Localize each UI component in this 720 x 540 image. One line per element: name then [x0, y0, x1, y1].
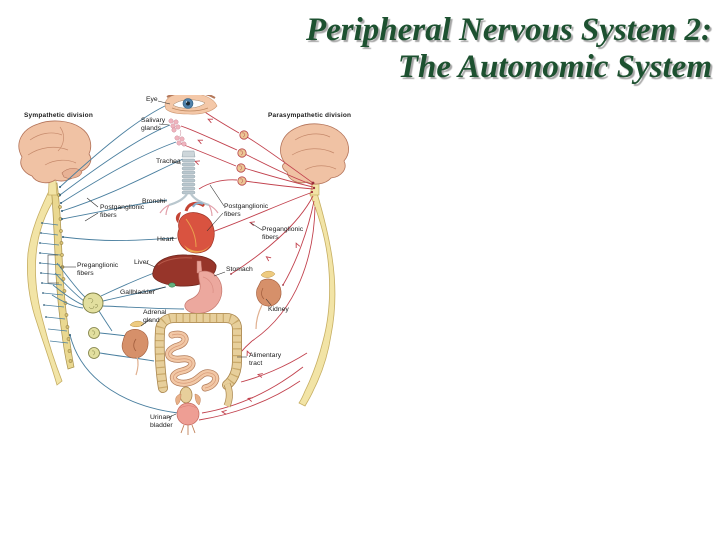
sympathetic-nerve-paths: [39, 104, 185, 414]
label-alimentary-tract: Alimentary tract: [249, 352, 282, 367]
heart-illustration: [175, 201, 215, 254]
title-line-2: The Autonomic System: [397, 49, 712, 86]
synapse-dots: [39, 186, 71, 336]
preganglionic-connectors: [39, 222, 69, 344]
autonomic-nervous-system-figure: [18, 95, 349, 435]
label-salivary-glands: Salivary glands: [141, 117, 166, 132]
label-stomach: Stomach: [226, 266, 253, 273]
right-spinal-cord: [298, 192, 336, 407]
label-parasympathetic-division: Parasympathetic division: [268, 112, 352, 119]
eye-illustration: [164, 95, 218, 115]
label-trachea: Trachea: [156, 158, 181, 165]
right-brain-illustration: [280, 123, 349, 196]
label-postganglionic-left: Postganglionic fibers: [100, 204, 145, 219]
slide-title: Peripheral Nervous System 2: The Autonom…: [306, 12, 712, 87]
label-urinary-bladder: Urinary bladder: [150, 414, 173, 429]
label-gallbladder: Gallbladder: [120, 289, 155, 296]
parasympathetic-ganglia: [236, 130, 249, 186]
collateral-ganglia: [82, 292, 104, 359]
left-spinal-cord: [27, 192, 63, 386]
title-line-1: Peripheral Nervous System 2:: [305, 12, 712, 48]
bronchi-illustration: [159, 193, 219, 217]
left-adrenal-kidney-illustration: [121, 320, 149, 376]
salivary-glands-illustration: [168, 118, 187, 147]
label-bronchi: Bronchi: [142, 198, 166, 205]
left-brain-illustration: [18, 120, 92, 196]
label-leader-lines: [47, 100, 272, 419]
alimentary-tract-illustration: [154, 313, 242, 408]
label-kidney: Kidney: [268, 306, 289, 313]
label-sympathetic-division: Sympathetic division: [24, 112, 94, 119]
label-preganglionic-right: Preganglionic fibers: [262, 226, 304, 241]
urinary-bladder-illustration: [175, 393, 201, 435]
label-adrenal-gland: Adrenal gland: [143, 309, 167, 324]
label-postganglionic-right: Postganglionic fibers: [224, 203, 269, 218]
autonomic-nervous-system-diagram: Sympathetic division Parasympathetic div…: [0, 95, 360, 460]
label-preganglionic-left: Preganglionic fibers: [77, 262, 119, 277]
label-eye: Eye: [146, 96, 158, 103]
gallbladder-illustration: [168, 282, 176, 288]
trachea-illustration: [181, 150, 196, 195]
label-liver: Liver: [134, 259, 149, 266]
label-heart: Heart: [157, 236, 174, 243]
arrowheads: [194, 118, 301, 415]
stomach-illustration: [184, 260, 223, 314]
right-adrenal-kidney-illustration: [255, 270, 282, 330]
